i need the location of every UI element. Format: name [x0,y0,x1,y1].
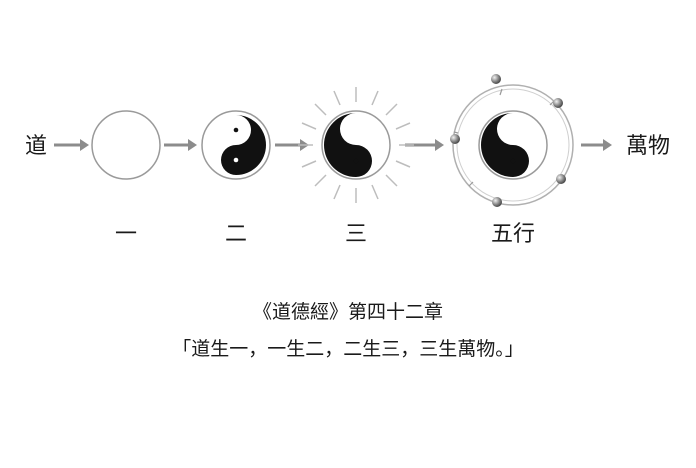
stage-label-3: 三 [345,222,367,247]
arrow-1 [54,139,89,151]
end-label: 萬物 [626,134,670,159]
arrow-2 [164,139,197,151]
caption-source: 《道德經》第四十二章 [253,301,443,323]
radiant-taiji-icon [298,87,414,203]
stage-label-2: 二 [225,222,247,247]
start-label: 道 [25,134,47,159]
stage-label-1: 一 [115,222,137,247]
empty-circle-icon [91,110,161,180]
arrow-5 [581,139,612,151]
five-element-balls [450,74,566,207]
orbit-taiji-icon [450,74,574,207]
stage-label-4: 五行 [491,222,535,247]
caption-quote: 「道生一，一生二，二生三，三生萬物。」 [172,338,524,360]
taiji-icon [201,110,271,180]
